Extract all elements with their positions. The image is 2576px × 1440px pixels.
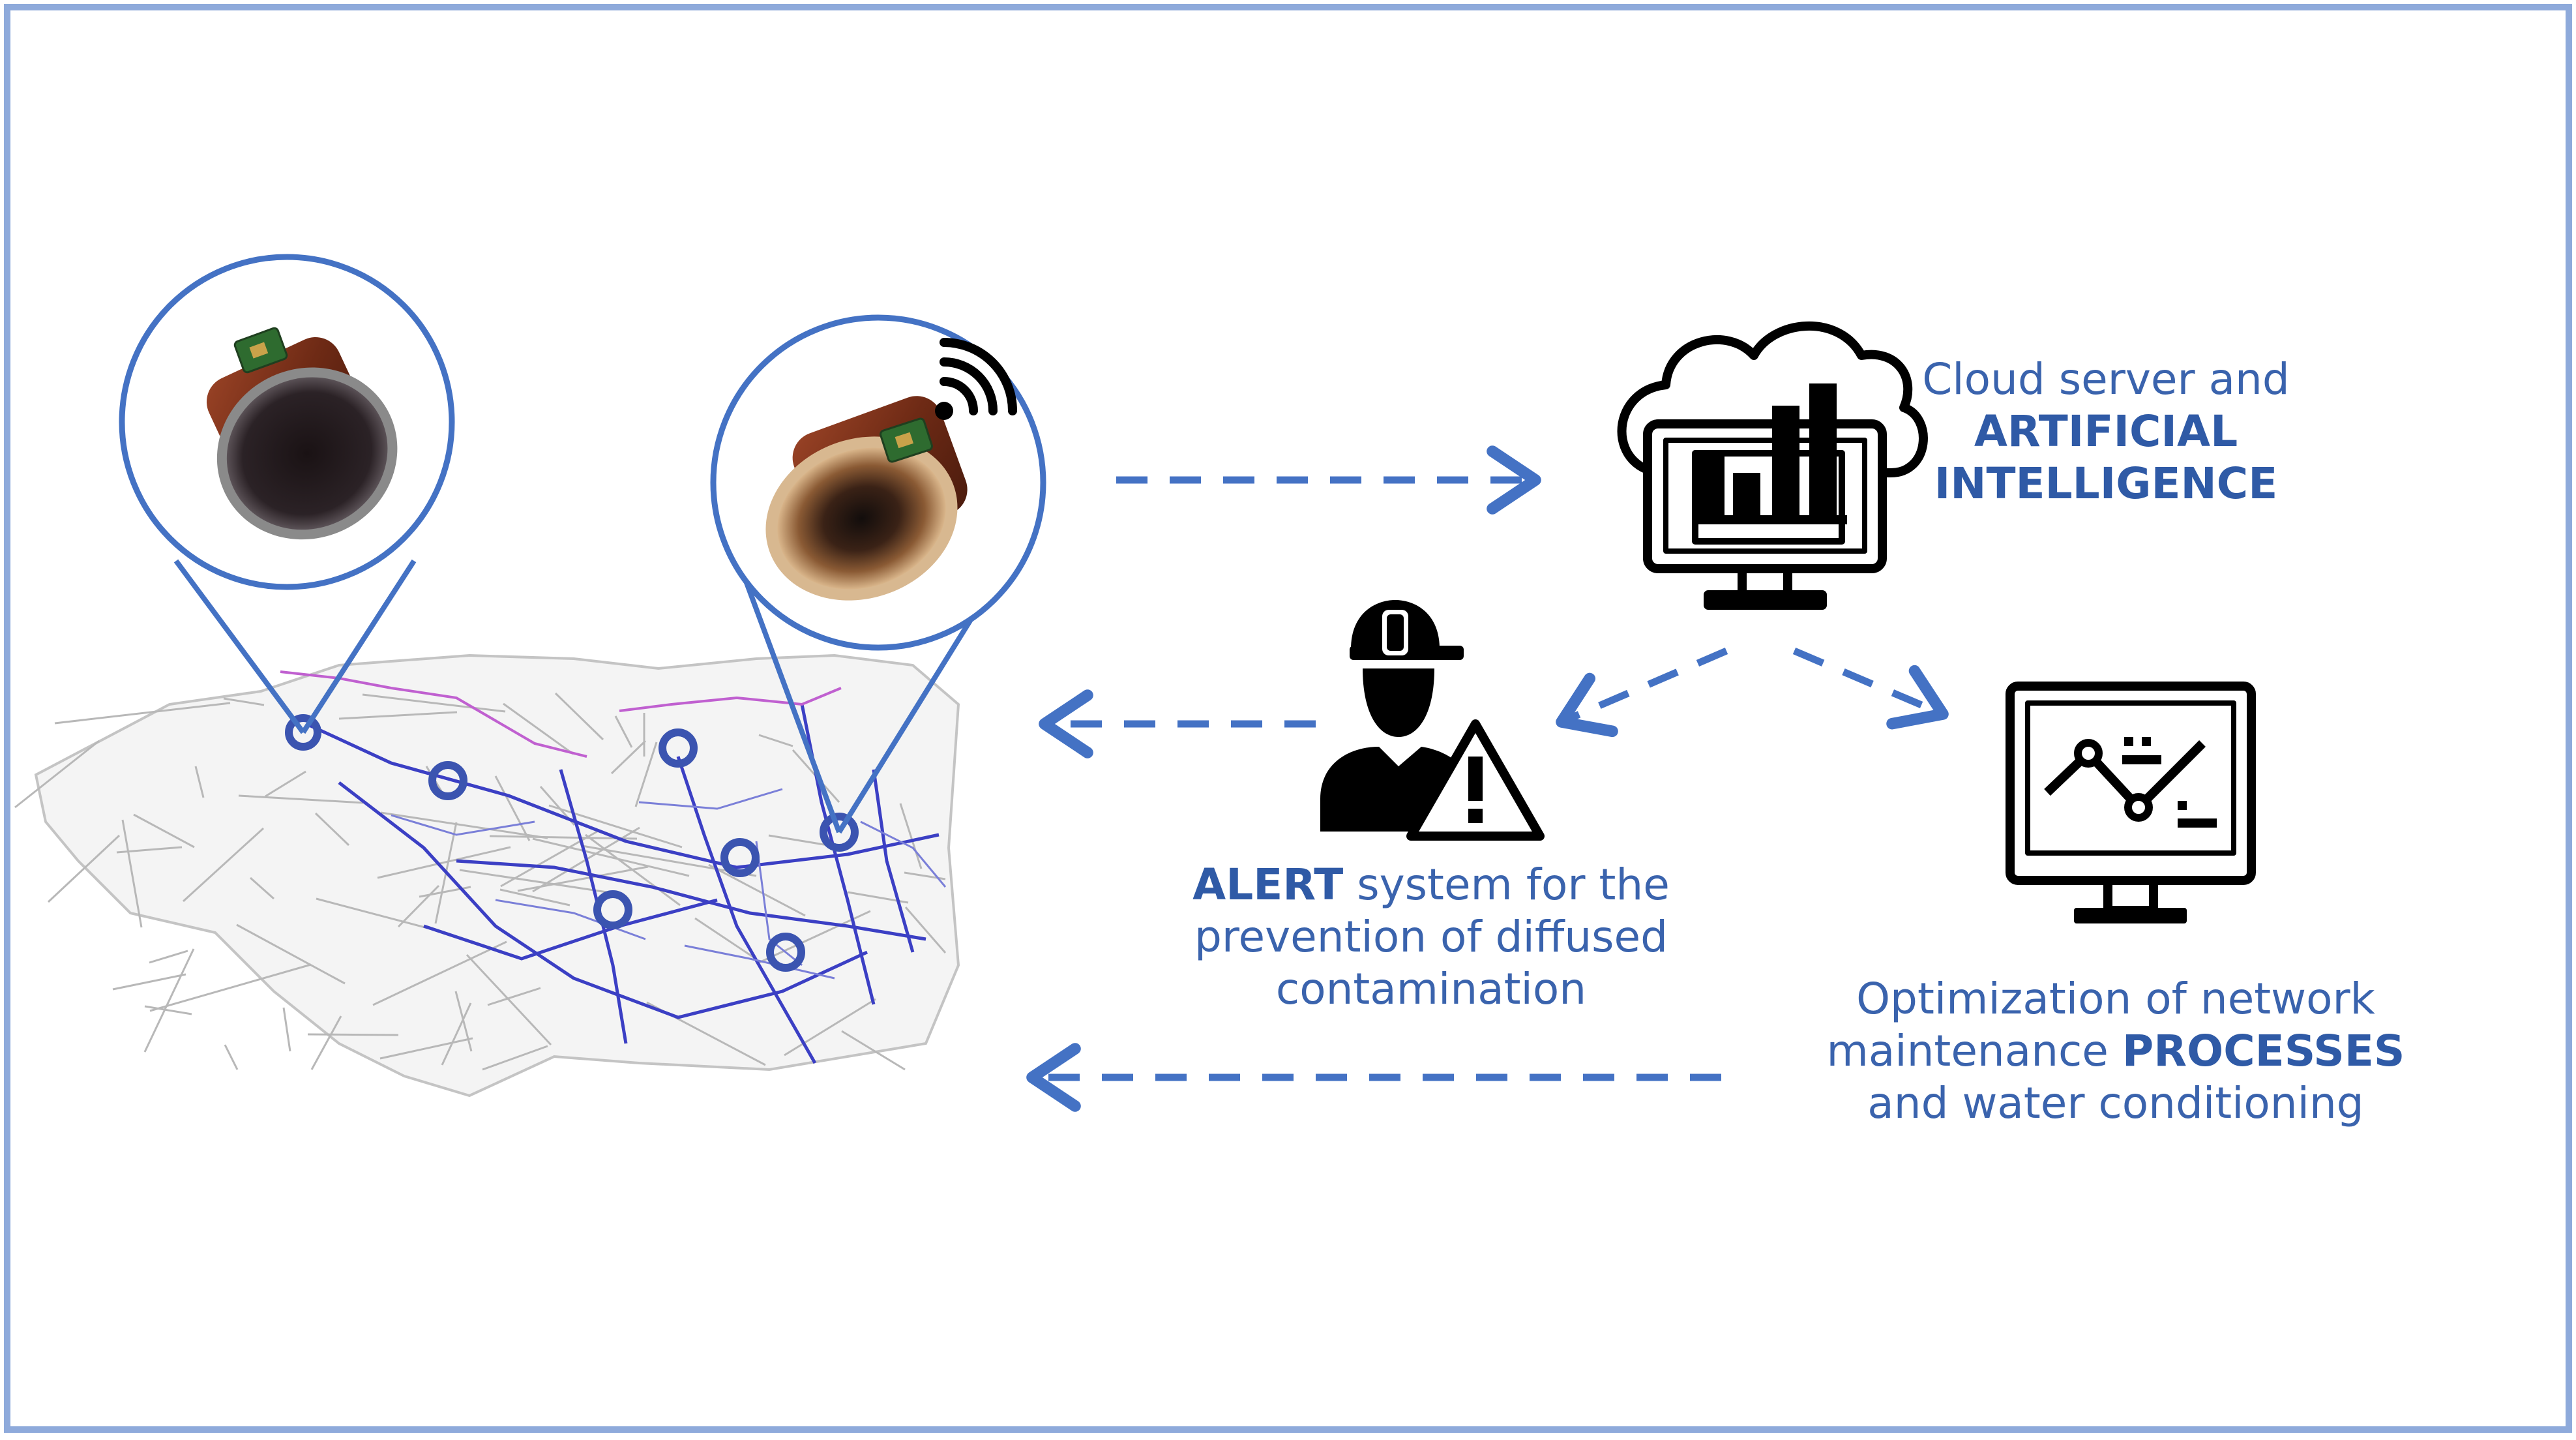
map-road (54, 702, 231, 725)
map-road (454, 991, 473, 1052)
sensor-marker (766, 933, 805, 972)
callout-clean-pipe (119, 254, 455, 734)
arrow-cloud-to-optimization (1792, 647, 1949, 730)
callout-pointer (301, 559, 417, 734)
cloud-ai-label: Cloud server and ARTIFICIAL INTELLIGENCE (1894, 353, 2318, 510)
sensor-marker (659, 728, 698, 768)
flow-arrows (1026, 445, 1949, 1112)
map-road (316, 897, 445, 934)
map-road (466, 953, 552, 1046)
map-road (489, 835, 638, 840)
wifi-signal-icon (935, 338, 1017, 420)
map-road (841, 1030, 906, 1071)
map-road (307, 1033, 399, 1036)
bar-icon (1733, 473, 1760, 518)
map-road (194, 766, 205, 798)
optimization-label-line-2-bold: PROCESSES (2122, 1026, 2405, 1076)
optimization-label: Optimization of network maintenance PROC… (1816, 973, 2416, 1130)
map-water-branches (391, 788, 947, 980)
callout-corroded-pipe (710, 314, 1046, 834)
alert-label-line-3: contamination (1275, 964, 1587, 1014)
sensor-marker (820, 813, 859, 852)
outer-frame (4, 4, 2572, 1433)
map-road (503, 702, 574, 755)
cloud-label-line-1: Cloud server and (1922, 354, 2290, 404)
map-road (634, 742, 658, 807)
sensor-marker (428, 761, 467, 800)
map-road (554, 692, 604, 741)
optimization-label-line-2-pre: maintenance (1826, 1026, 2122, 1076)
map-road (282, 1007, 291, 1052)
map-road (397, 884, 440, 928)
map-road (144, 1005, 192, 1015)
map-road (14, 740, 100, 809)
map-road (610, 740, 647, 775)
map-road (441, 1002, 472, 1066)
map-road (758, 734, 793, 747)
monitor-line-chart-icon (2006, 682, 2256, 923)
map-road (372, 940, 507, 1006)
map-road (310, 1015, 342, 1070)
bar-icon (1697, 457, 1725, 518)
map-road (362, 693, 506, 713)
map-road (899, 803, 923, 869)
map-road (499, 888, 570, 907)
alert-label-bold: ALERT (1192, 860, 1344, 910)
cloud-label-line-2: ARTIFICIAL (1974, 406, 2238, 457)
optimization-label-line-1: Optimization of network (1856, 974, 2375, 1024)
map-road (149, 963, 312, 1012)
optimization-label-line-3: and water conditioning (1867, 1078, 2364, 1128)
map-road (143, 948, 195, 1053)
sensor-marker (720, 838, 760, 877)
map-road (708, 863, 806, 917)
callout-pointer (836, 585, 994, 834)
map-road (47, 834, 121, 903)
map-road (338, 711, 458, 720)
map-road (121, 819, 143, 928)
map-road (614, 715, 633, 748)
map-road (380, 811, 548, 839)
map-road (482, 1045, 548, 1071)
map-road (149, 950, 188, 964)
map-road (224, 1044, 239, 1070)
map-road (548, 804, 683, 848)
map-road (314, 812, 350, 847)
sensor-marker (593, 890, 632, 929)
alert-system-label: ALERT system for the prevention of diffu… (1170, 859, 1692, 1015)
cloud-label-line-3: INTELLIGENCE (1934, 458, 2278, 509)
arrow-cloud-to-alert (1556, 647, 1728, 738)
map-road (904, 907, 947, 953)
map-road (133, 813, 195, 848)
map-road (265, 770, 306, 798)
water-network-map (14, 653, 960, 1098)
map-roads (14, 692, 947, 1071)
map-road (532, 837, 690, 877)
bar-icon (1809, 383, 1837, 518)
map-road (379, 1037, 473, 1060)
callout-pointer (173, 559, 306, 734)
map-road (250, 877, 274, 900)
alert-label-line-1-rest: system for the (1343, 860, 1670, 910)
bar-icon (1772, 406, 1799, 518)
map-road (236, 923, 346, 985)
map-road (784, 998, 876, 1057)
map-road (377, 846, 511, 879)
map-road (494, 775, 531, 841)
cloud-monitor-chart-icon (1617, 322, 1928, 610)
map-sensor-markers (285, 714, 859, 972)
map-secondary-network (280, 670, 842, 758)
map-road (182, 827, 265, 903)
pipe-clean-icon (206, 337, 398, 540)
map-road (112, 973, 186, 991)
callout-pointer (741, 573, 842, 833)
map-road (694, 917, 756, 960)
map-road (487, 987, 541, 1006)
worker-warning-icon (1320, 600, 1545, 841)
map-road (223, 697, 265, 706)
map-road (238, 794, 364, 804)
alert-label-line-2: prevention of diffused (1194, 912, 1668, 962)
sensor-marker (285, 714, 321, 751)
